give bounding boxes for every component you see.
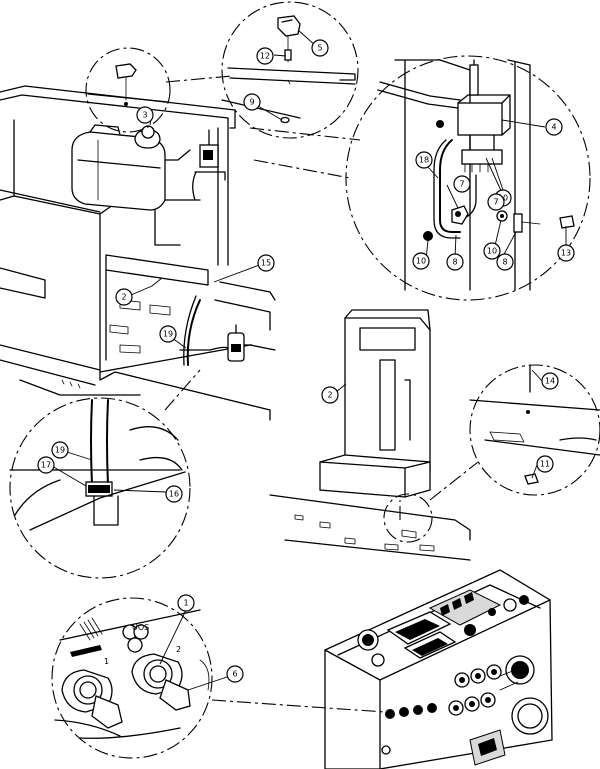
callout-6: 6 — [226, 665, 244, 683]
svg-text:8: 8 — [452, 258, 457, 267]
callout-13: 13 — [557, 244, 575, 262]
svg-text:5: 5 — [317, 44, 322, 53]
callout-14: 14 — [541, 372, 559, 390]
svg-text:7: 7 — [493, 198, 498, 207]
callout-7-left: 7 — [453, 175, 471, 193]
callout-10-left: 10 — [412, 252, 430, 270]
callout-17: 17 — [37, 456, 55, 474]
svg-text:10: 10 — [416, 257, 426, 266]
svg-text:15: 15 — [261, 259, 271, 268]
front-control-panel — [324, 569, 553, 769]
connector-1-mark: 1 — [104, 657, 109, 666]
svg-text:10: 10 — [487, 247, 497, 256]
connector-2-mark: 2 — [176, 645, 181, 654]
callout-8-right: 8 — [496, 253, 514, 271]
cabinet-assembly — [0, 85, 276, 421]
detail-circle-connectors — [51, 597, 213, 759]
floor-plate — [269, 493, 471, 561]
svg-text:3: 3 — [142, 111, 147, 120]
svg-text:13: 13 — [561, 249, 571, 258]
callout-group: 3 2 5 12 9 4 18 7 10 7 10 8 10 8 13 15 1… — [37, 39, 575, 683]
panel-lettering: UOS 1 2 — [104, 623, 181, 666]
svg-text:16: 16 — [169, 490, 179, 499]
callout-12: 12 — [256, 47, 274, 65]
svg-text:7: 7 — [459, 180, 464, 189]
callout-3: 3 — [136, 106, 154, 124]
svg-text:2: 2 — [121, 293, 126, 302]
callout-19-detail: 19 — [51, 441, 69, 459]
callout-18: 18 — [415, 151, 433, 169]
svg-text:4: 4 — [551, 123, 556, 132]
callout-16: 16 — [165, 485, 183, 503]
callout-2-bracket: 2 — [321, 386, 339, 404]
switch-assembly-small — [192, 129, 226, 201]
detail-circle-floor — [469, 364, 600, 496]
callout-10-right: 10 — [483, 242, 501, 260]
detail-circle-hose-clamp — [9, 397, 191, 579]
svg-text:19: 19 — [163, 330, 173, 339]
callout-2-cabinet: 2 — [115, 288, 133, 306]
connector-lines — [164, 75, 479, 713]
detail-circle-switch — [345, 55, 591, 301]
callout-19-main: 19 — [159, 325, 177, 343]
svg-text:8: 8 — [502, 258, 507, 267]
svg-text:1: 1 — [183, 599, 188, 608]
callout-1: 1 — [177, 594, 195, 612]
callout-7-right: 7 — [487, 193, 505, 211]
uos-mark: UOS — [132, 623, 149, 632]
callout-9: 9 — [243, 93, 261, 111]
callout-11: 11 — [536, 455, 554, 473]
callout-4: 4 — [545, 118, 563, 136]
callout-8-left: 8 — [446, 253, 464, 271]
svg-text:17: 17 — [41, 461, 51, 470]
detail-circle-clip — [85, 47, 171, 133]
mounting-bracket — [319, 309, 431, 498]
svg-text:12: 12 — [260, 52, 270, 61]
svg-text:2: 2 — [327, 391, 332, 400]
coolant-bottle — [71, 124, 191, 211]
svg-text:11: 11 — [540, 460, 550, 469]
hose-assembly — [179, 295, 253, 366]
callout-15: 15 — [257, 254, 275, 272]
callout-5: 5 — [311, 39, 329, 57]
svg-text:14: 14 — [545, 377, 555, 386]
svg-text:19: 19 — [55, 446, 65, 455]
svg-text:6: 6 — [232, 670, 237, 679]
svg-text:9: 9 — [249, 98, 254, 107]
svg-text:18: 18 — [419, 156, 429, 165]
detail-circle-fastener — [221, 1, 359, 139]
